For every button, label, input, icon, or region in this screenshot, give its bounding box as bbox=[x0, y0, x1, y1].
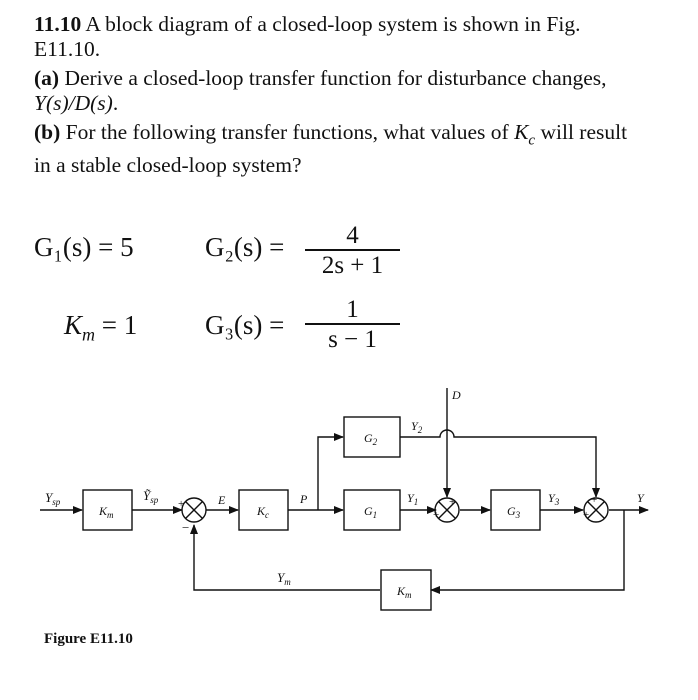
part-b-var: K bbox=[514, 120, 529, 144]
part-b-end: will result in a stable closed-loop syst… bbox=[34, 120, 628, 178]
km-feedback-block-label: Km bbox=[396, 584, 412, 600]
part-b-sub: c bbox=[528, 132, 536, 149]
ym-text: Y bbox=[277, 570, 286, 585]
y2-sub: 2 bbox=[418, 425, 423, 435]
y1-sub: 1 bbox=[414, 497, 419, 507]
ym-label: Ym bbox=[277, 570, 291, 587]
problem-statement: 11.10 A block diagram of a closed-loop s… bbox=[34, 12, 644, 182]
g3-block-label: G3 bbox=[507, 504, 521, 520]
summing-junction-3 bbox=[583, 497, 609, 523]
km-block bbox=[82, 489, 133, 531]
ysp-label-text: Y bbox=[45, 490, 54, 505]
g2-fraction-bar bbox=[305, 249, 400, 251]
km-block-sub: m bbox=[107, 510, 114, 520]
g3-denominator: s − 1 bbox=[328, 326, 377, 353]
part-b-text: For the following transfer functions, wh… bbox=[60, 120, 515, 144]
d-label: D bbox=[451, 388, 461, 402]
feedback-path bbox=[430, 510, 625, 594]
g3-lhs: G₃(s) = bbox=[205, 310, 285, 340]
g1-block-text: G bbox=[364, 504, 373, 518]
g1-block-sub: 1 bbox=[373, 510, 378, 520]
kc-block-label: Kc bbox=[256, 504, 269, 520]
g2-lhs: G₂(s) = bbox=[205, 232, 285, 262]
g2-input-branch bbox=[317, 433, 344, 510]
summing-junction-1 bbox=[181, 497, 207, 523]
g2-block-sub: 2 bbox=[373, 437, 378, 447]
km-block-text: K bbox=[98, 504, 108, 518]
km-feedback-block bbox=[380, 569, 432, 611]
g1-block bbox=[343, 489, 401, 531]
part-a-label: (a) bbox=[34, 66, 60, 90]
problem-intro-text: A block diagram of a closed-loop system … bbox=[34, 12, 581, 61]
sum2-plus-top: + bbox=[449, 496, 455, 508]
g1-block-label: G1 bbox=[364, 504, 377, 520]
ysp-tilde-text: Ỹ bbox=[143, 488, 152, 503]
g3-block-sub: 3 bbox=[515, 510, 521, 520]
sum3-plus-left: + bbox=[583, 509, 589, 521]
part-b-label: (b) bbox=[34, 120, 61, 144]
g2-numerator: 4 bbox=[346, 222, 359, 249]
y2-label: Y2 bbox=[411, 419, 423, 435]
ym-signal bbox=[190, 524, 380, 591]
problem-number: 11.10 bbox=[34, 12, 82, 36]
y1-label: Y1 bbox=[407, 491, 418, 507]
ysp-tilde-sub: sp bbox=[150, 495, 159, 505]
e-label: E bbox=[217, 493, 226, 507]
g3-block-text: G bbox=[507, 504, 516, 518]
part-a: (a) Derive a closed-loop transfer functi… bbox=[34, 66, 644, 116]
sum1-plus-sign: + bbox=[178, 498, 184, 510]
km-block-label: Km bbox=[98, 504, 114, 520]
kc-block bbox=[238, 489, 289, 531]
g2-block bbox=[343, 416, 401, 458]
y2-signal bbox=[400, 429, 600, 498]
g3-block bbox=[490, 489, 541, 531]
part-a-text: Derive a closed-loop transfer function f… bbox=[59, 66, 607, 90]
g2-block-text: G bbox=[364, 431, 373, 445]
p-label: P bbox=[299, 492, 308, 506]
ysp-label: Ysp bbox=[45, 490, 61, 507]
sum3-plus-top: + bbox=[591, 494, 597, 506]
g2-denominator: 2s + 1 bbox=[321, 252, 384, 279]
part-a-end: . bbox=[112, 91, 119, 115]
g2-block-label: G2 bbox=[364, 431, 378, 447]
ysp-tilde-label: Ỹsp bbox=[143, 488, 159, 505]
g3-numerator: 1 bbox=[346, 296, 359, 323]
y3-sub: 3 bbox=[554, 497, 560, 507]
summing-junction-2 bbox=[434, 497, 460, 523]
km-equation: Km = 1 bbox=[64, 310, 137, 345]
problem-intro: 11.10 A block diagram of a closed-loop s… bbox=[34, 12, 644, 62]
ysp-label-sub: sp bbox=[52, 497, 61, 507]
g3-fraction-bar bbox=[305, 323, 400, 325]
kc-block-sub: c bbox=[265, 510, 269, 520]
km-feedback-block-text: K bbox=[396, 584, 406, 598]
y3-text: Y bbox=[548, 491, 556, 505]
y3-label: Y3 bbox=[548, 491, 560, 507]
km-subscript: m bbox=[82, 324, 96, 345]
y2-text: Y bbox=[411, 419, 419, 433]
figure-caption: Figure E11.10 bbox=[44, 631, 133, 647]
kc-block-text: K bbox=[256, 504, 266, 518]
sum2-plus-left: + bbox=[433, 509, 439, 521]
y1-text: Y bbox=[407, 491, 415, 505]
km-symbol: K bbox=[64, 310, 83, 340]
y-label: Y bbox=[637, 491, 645, 505]
km-feedback-block-sub: m bbox=[405, 590, 412, 600]
part-b: (b) For the following transfer functions… bbox=[34, 120, 644, 178]
sum1-minus-sign: − bbox=[182, 520, 189, 535]
part-a-ratio: Y(s)/D(s) bbox=[34, 91, 113, 115]
g1-equation: G₁(s) = 5 bbox=[34, 232, 134, 262]
ym-sub: m bbox=[284, 577, 291, 587]
km-value: = 1 bbox=[95, 310, 138, 340]
